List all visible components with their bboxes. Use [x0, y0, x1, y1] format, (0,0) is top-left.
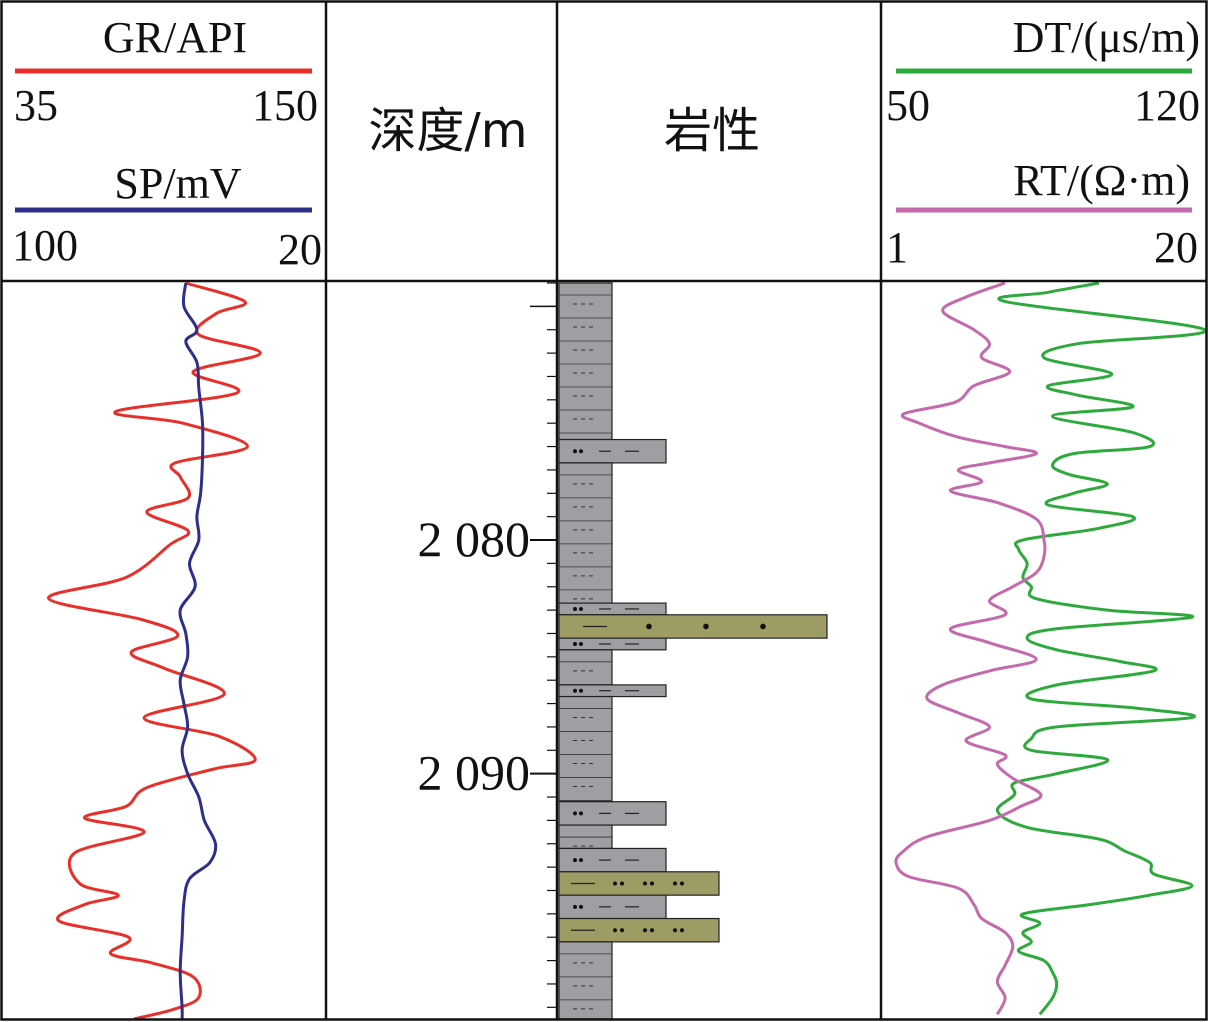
silt-dot [579, 606, 583, 611]
sand-dot [703, 623, 709, 630]
lithology-bed [558, 941, 613, 1020]
silt-dot [579, 641, 583, 646]
silt-dot [650, 928, 654, 933]
silt-dot [573, 606, 577, 611]
lithology-bed [558, 282, 613, 441]
silt-dot [573, 641, 577, 646]
sand-dot [646, 623, 652, 630]
sp-scale-max: 20 [278, 225, 322, 274]
silt-dot [573, 688, 577, 693]
gr-curve-title: GR/API [103, 13, 247, 62]
dt-curve-title: DT/(μs/m) [1013, 13, 1200, 62]
gr-scale-min: 35 [14, 81, 58, 130]
silt-dot [643, 881, 647, 886]
lithology-bed [558, 614, 828, 639]
log-curves [47, 281, 1207, 1021]
silt-dot [613, 881, 617, 886]
silt-dot [673, 881, 677, 886]
silt-dot [613, 928, 617, 933]
silt-dot [620, 928, 624, 933]
lithology-bed [558, 695, 613, 803]
rt-scale-max: 20 [1154, 223, 1198, 272]
silt-dot [579, 688, 583, 693]
lithology-bed [558, 917, 720, 943]
depth-ticks [530, 282, 557, 1008]
sp-curve-title: SP/mV [114, 159, 241, 208]
gr-curve [47, 281, 262, 1021]
silt-dot [579, 904, 583, 909]
silt-dot [680, 928, 684, 933]
lithology-column [558, 282, 828, 1020]
dt-scale-min: 50 [886, 81, 930, 130]
silt-dot [573, 449, 577, 454]
sp-curve [178, 282, 218, 1020]
rt-curve-title: RT/(Ω·m) [1013, 156, 1190, 205]
track4-header: DT/(μs/m) 50 120 RT/(Ω·m) 1 20 [886, 13, 1200, 272]
lithology-track-title: 岩性 [664, 103, 760, 159]
silt-dot [579, 811, 583, 816]
sand-dot [760, 623, 766, 630]
dt-scale-max: 120 [1134, 81, 1200, 130]
depth-track-title: 深度/m [369, 103, 528, 159]
dt-curve [995, 281, 1207, 1016]
silt-dot [643, 928, 647, 933]
silt-dot [579, 858, 583, 863]
lithology-bed [558, 649, 613, 686]
silt-dot [673, 928, 677, 933]
rt-scale-min: 1 [886, 223, 908, 272]
depth-label-2090: 2 090 [418, 745, 531, 801]
rt-curve [894, 281, 1047, 1016]
depth-label-2080: 2 080 [418, 511, 531, 567]
silt-dot [573, 811, 577, 816]
silt-dot [680, 881, 684, 886]
gr-scale-max: 150 [252, 81, 318, 130]
silt-dot [650, 881, 654, 886]
sp-scale-min: 100 [12, 221, 78, 270]
lithology-bed [558, 462, 613, 604]
silt-dot [573, 858, 577, 863]
silt-dot [620, 881, 624, 886]
silt-dot [579, 449, 583, 454]
silt-dot [573, 904, 577, 909]
track1-header: GR/API 35 150 SP/mV 100 20 [12, 13, 322, 274]
